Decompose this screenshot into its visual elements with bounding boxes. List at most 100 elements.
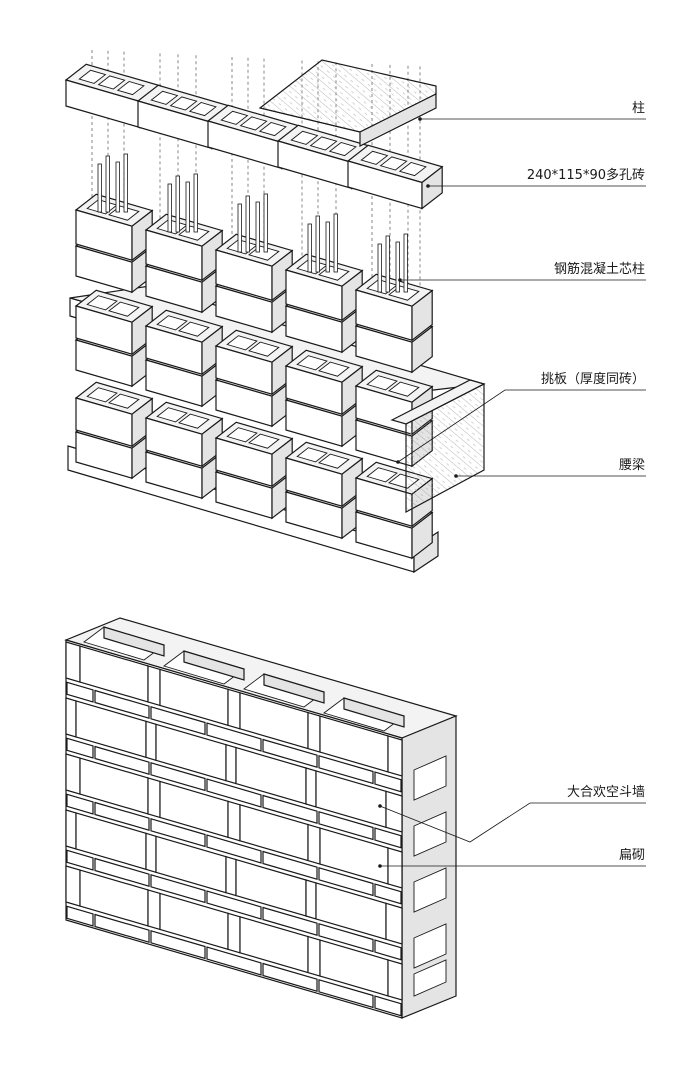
brick-hole: [86, 387, 118, 403]
block-side-face: [421, 165, 443, 210]
wall-brick: [147, 665, 161, 707]
rebar-bar: [395, 241, 400, 293]
block-side-face: [411, 325, 433, 374]
rebar-bar: [123, 153, 128, 213]
label-rc-core-column: 钢筋混凝土芯柱: [554, 261, 645, 277]
rebar-bar: [325, 221, 330, 273]
wall-brick: [65, 641, 81, 683]
wall-brick: [374, 827, 402, 849]
brick-hole: [226, 427, 258, 443]
rebar-bar: [97, 163, 102, 213]
brick-hole: [78, 69, 107, 84]
rebar-bar: [307, 223, 312, 273]
brick-hole: [178, 413, 210, 429]
wall-top-hollows: [83, 626, 405, 732]
block-side-face: [411, 511, 433, 560]
brick-hole: [226, 335, 258, 351]
brick-hole: [366, 467, 398, 483]
wall-brick: [147, 889, 161, 931]
label-dahe-wall: 大合欢空斗墙: [567, 785, 645, 800]
wall-brick: [307, 711, 321, 753]
rebar-bar: [105, 155, 110, 213]
wall-brick: [318, 979, 374, 1009]
brick-hole: [248, 433, 280, 449]
wall-brick: [206, 778, 262, 808]
rebar-bar: [167, 183, 172, 233]
wall-brick: [227, 800, 241, 842]
rebar-bar: [263, 193, 268, 253]
wall-brick: [150, 874, 206, 904]
rebar-bar: [175, 175, 180, 233]
lower-brick-layer: [74, 381, 434, 560]
wall-brick: [387, 735, 403, 777]
wall-brick: [66, 681, 94, 703]
rebar-bar: [115, 161, 120, 213]
label-perforated-brick: 240*115*90多孔砖: [527, 167, 645, 183]
brick-hole: [188, 102, 217, 117]
wall-brick: [206, 834, 262, 864]
wall-brick: [225, 855, 237, 897]
brick-hole: [86, 295, 118, 311]
block-side-face: [411, 289, 433, 342]
hollow-inner-wall: [263, 673, 325, 704]
rebar-core-columns: [97, 153, 408, 293]
wall-brick: [387, 847, 403, 889]
wall-brick: [65, 809, 77, 850]
middle-block-upper: [74, 289, 154, 356]
perforated-brick: [206, 104, 304, 170]
wall-brick: [385, 902, 403, 945]
wall-brick: [387, 959, 403, 1001]
wall-brick: [94, 913, 150, 943]
side-opening: [413, 867, 447, 913]
waist-beam-end: [390, 379, 486, 514]
hollow-wall-diagram: [64, 617, 458, 1019]
hollow-inner-wall: [103, 626, 165, 657]
brick-hole: [318, 453, 350, 469]
wall-brick: [318, 755, 374, 785]
wall-brick: [66, 905, 94, 927]
wall-brick: [65, 697, 77, 738]
wall-brick: [307, 823, 321, 865]
brick-hole: [366, 375, 398, 391]
wall-brick: [305, 879, 317, 920]
brick-hole: [258, 122, 287, 137]
wall-brick: [227, 688, 241, 730]
rebar-bar: [385, 235, 390, 293]
label-column: 柱: [632, 101, 645, 116]
rebar-bar: [403, 233, 408, 293]
wall-brick: [262, 794, 318, 824]
brick-hole: [116, 81, 145, 96]
brick-hole: [328, 142, 357, 157]
core-block-upper: [354, 273, 434, 342]
rebar-bar: [377, 243, 382, 293]
label-waist-beam: 腰梁: [619, 458, 645, 473]
wall-brick: [318, 867, 374, 897]
brick-hole: [156, 407, 188, 423]
wall-brick: [262, 962, 318, 992]
core-block-upper: [144, 213, 224, 282]
wall-brick: [318, 923, 374, 953]
wall-brick-pattern: [65, 641, 403, 1017]
rebar-bar: [315, 215, 320, 273]
wall-brick: [66, 793, 94, 815]
perforated-brick: [346, 144, 444, 210]
wall-brick: [206, 722, 262, 752]
wall-brick: [374, 771, 402, 793]
rebar-bar: [185, 181, 190, 233]
brick-hole: [220, 110, 249, 125]
wall-brick: [66, 737, 94, 759]
brick-hole: [360, 150, 389, 165]
brick-hole: [248, 341, 280, 357]
side-opening: [413, 755, 447, 801]
brick-hole: [398, 162, 427, 177]
wall-brick: [262, 738, 318, 768]
wall-brick: [206, 946, 262, 976]
brick-hole: [178, 321, 210, 337]
wall-brick: [374, 995, 402, 1017]
concrete-column: [258, 59, 437, 147]
label-cantilever-slab: 挑板（厚度同砖）: [541, 371, 645, 387]
side-opening: [413, 923, 447, 969]
brick-hole: [108, 393, 140, 409]
wall-brick: [374, 883, 402, 905]
